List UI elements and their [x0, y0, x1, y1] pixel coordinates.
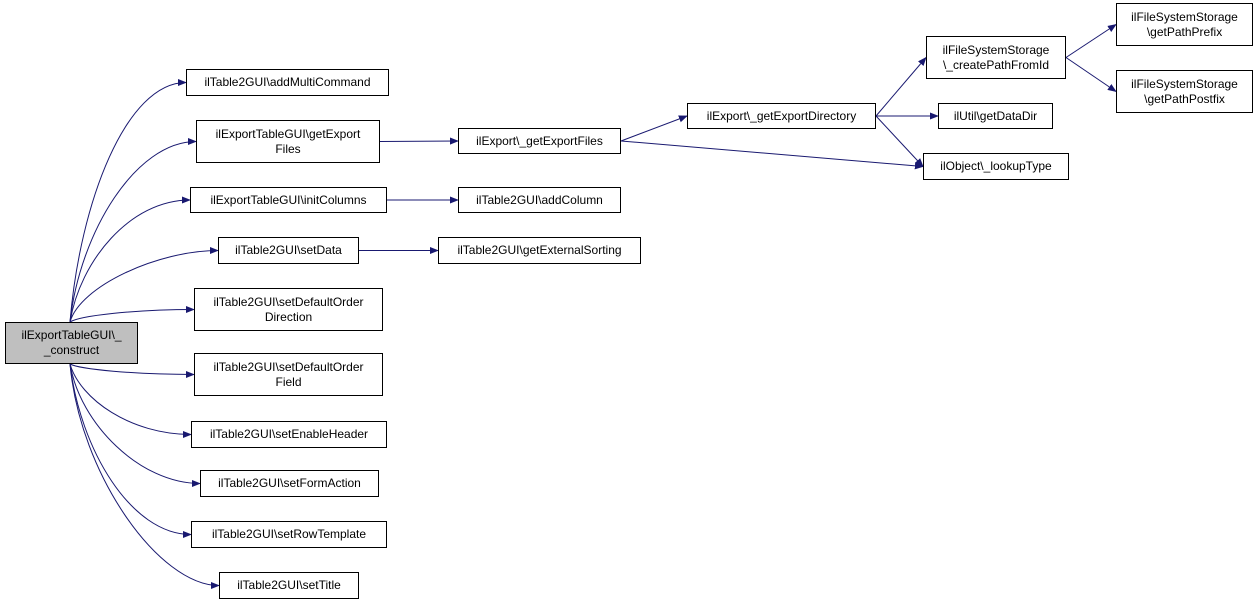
node-iltable2gui-setdefaultorderfield[interactable]: ilTable2GUI\setDefaultOrder Field [194, 353, 383, 396]
node-ilutil-getdatadir[interactable]: ilUtil\getDataDir [938, 103, 1053, 129]
edge-n14-n16 [875, 56, 927, 117]
edge-n11-n14 [620, 115, 688, 142]
edge-n0-n1 [69, 78, 187, 323]
node-iltable2gui-settitle[interactable]: ilTable2GUI\setTitle [219, 572, 359, 599]
node-iltable2gui-setdata[interactable]: ilTable2GUI\setData [218, 237, 359, 264]
node-ilexport-getexportfiles[interactable]: ilExport\_getExportFiles [458, 128, 621, 154]
edge-n11-n15 [620, 140, 924, 170]
edge-n0-n10 [69, 363, 220, 590]
node-iltable2gui-setformaction[interactable]: ilTable2GUI\setFormAction [200, 470, 379, 497]
node-iltable2gui-addcolumn[interactable]: ilTable2GUI\addColumn [458, 187, 621, 213]
edge-n16-n19 [1065, 57, 1117, 93]
edge-n0-n5 [69, 305, 195, 323]
node-ilfilesystemstorage-getpathprefix[interactable]: ilFileSystemStorage \getPathPrefix [1116, 3, 1253, 46]
node-iltable2gui-getexternalsorting[interactable]: ilTable2GUI\getExternalSorting [438, 237, 641, 264]
edge-n0-n3 [69, 196, 191, 323]
node-ilexporttablegui-construct: ilExportTableGUI\_ _construct [5, 322, 138, 364]
node-ilfilesystemstorage-getpathpostfix[interactable]: ilFileSystemStorage \getPathPostfix [1116, 70, 1253, 113]
node-ilexport-getexportdirectory[interactable]: ilExport\_getExportDirectory [687, 103, 876, 129]
edge-n0-n7 [69, 363, 192, 439]
edge-n0-n6 [69, 363, 195, 379]
node-ilfilesystemstorage-createpathfromid[interactable]: ilFileSystemStorage \_createPathFromId [926, 36, 1066, 79]
node-ilobject-lookuptype[interactable]: ilObject\_lookupType [923, 153, 1069, 180]
node-ilexporttablegui-getexportfiles[interactable]: ilExportTableGUI\getExport Files [196, 120, 380, 163]
edge-n0-n9 [69, 363, 192, 539]
node-iltable2gui-addmulticommand[interactable]: ilTable2GUI\addMultiCommand [186, 69, 389, 96]
edge-n16-n18 [1065, 24, 1117, 58]
edge-n2-n11 [379, 137, 459, 145]
node-iltable2gui-setenableheader[interactable]: ilTable2GUI\setEnableHeader [191, 421, 387, 448]
edge-n0-n8 [69, 363, 201, 488]
node-iltable2gui-setdefaultorderdirection[interactable]: ilTable2GUI\setDefaultOrder Direction [194, 288, 383, 331]
edge-n0-n2 [69, 137, 197, 323]
edge-n0-n4 [69, 246, 219, 323]
node-ilexporttablegui-initcolumns[interactable]: ilExportTableGUI\initColumns [190, 187, 387, 213]
node-iltable2gui-setrowtemplate[interactable]: ilTable2GUI\setRowTemplate [191, 521, 387, 548]
edge-n14-n15 [875, 115, 924, 168]
